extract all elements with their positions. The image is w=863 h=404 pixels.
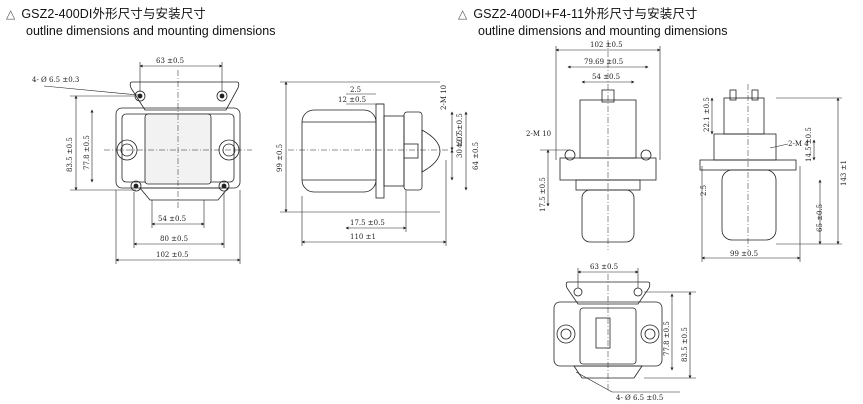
mounting-plate — [375, 103, 385, 199]
terminal-icon — [640, 149, 652, 161]
terminal-left-icon — [556, 324, 576, 344]
right-side-view — [699, 84, 797, 250]
dim-80: 80 ±0.5 — [160, 235, 188, 243]
dim-25: 2.5 — [700, 185, 708, 196]
dim-54: 54 ±0.5 — [158, 215, 186, 223]
right-side-dimensions — [701, 97, 842, 262]
right-title-text: GSZ2-400DI+F4-11外形尺寸与安装尺寸 — [473, 7, 698, 21]
right-front-view — [559, 40, 657, 250]
mount-hole-icon — [218, 180, 230, 192]
right-subtitle: outline dimensions and mounting dimensio… — [478, 24, 728, 38]
terminal-stud — [403, 143, 419, 159]
dim-175: 17.5 ±0.5 — [539, 177, 547, 212]
dim-7969: 79.69 ±0.5 — [584, 58, 623, 66]
dim-175: 17.5 ±0.5 — [350, 219, 385, 227]
terminal-right-icon — [640, 324, 660, 344]
dim-778: 77.8 ±0.5 — [663, 321, 671, 356]
dim-143: 143 ±1 — [840, 160, 848, 186]
dim-427: 42.7 ±0.5 — [456, 113, 464, 148]
left-side-dimensions — [280, 81, 468, 246]
dim-221: 22.1 ±0.5 — [703, 97, 711, 132]
top-flange — [129, 81, 240, 111]
mount-hole-icon — [573, 287, 583, 297]
contact-block — [713, 133, 777, 161]
dim-99: 99 ±0.5 — [276, 144, 284, 172]
right-bottom-view — [553, 274, 663, 390]
triangle-icon: △ — [458, 7, 468, 21]
bottom-flange — [139, 187, 229, 201]
right-front-dimensions — [540, 46, 661, 207]
mount-hole-icon — [130, 180, 142, 192]
dim-778: 77.8 ±0.5 — [83, 135, 91, 170]
aux-contact — [595, 317, 611, 349]
terminal-icon — [564, 149, 576, 161]
dim-64: 64 ±0.5 — [472, 142, 480, 170]
dim-12: 12 ±0.5 — [338, 96, 366, 104]
left-title-text: GSZ2-400DI外形尺寸与安装尺寸 — [21, 7, 206, 21]
dim-835: 83.5 ±0.5 — [66, 137, 74, 172]
triangle-icon: △ — [6, 7, 16, 21]
left-title: △ GSZ2-400DI外形尺寸与安装尺寸 — [6, 3, 206, 22]
top-flange — [565, 281, 651, 305]
dim-102: 102 ±0.5 — [590, 41, 623, 49]
dim-835: 83.5 ±0.5 — [681, 327, 689, 362]
mount-hole-icon — [633, 287, 643, 297]
dim-102: 102 ±0.5 — [156, 251, 189, 259]
right-title: △ GSZ2-400DI+F4-11外形尺寸与安装尺寸 — [458, 3, 698, 22]
dim-99: 99 ±0.5 — [730, 250, 758, 258]
dim-54: 54 ±0.5 — [592, 73, 620, 81]
dim-30: 30 ±0.5 — [456, 130, 464, 158]
contact-cover — [403, 111, 423, 191]
aux-switch — [723, 97, 765, 135]
coil-body — [721, 169, 777, 241]
dim-63: 63 ±0.5 — [156, 57, 184, 65]
dim-hole: 4- Ø 6.5 ±0.5 — [616, 394, 663, 402]
dim-63: 63 ±0.5 — [590, 263, 618, 271]
dim-65: 65 ±0.5 — [816, 204, 824, 232]
left-subtitle: outline dimensions and mounting dimensio… — [26, 24, 276, 38]
dome-cap — [421, 129, 441, 173]
left-front-dimensions — [43, 62, 241, 264]
right-bottom-dimensions — [575, 268, 696, 393]
dim-110: 110 ±1 — [350, 233, 376, 241]
left-front-view — [104, 70, 252, 210]
dim-25: 2.5 — [350, 86, 361, 94]
dim-145: 14.5 ±0.5 — [805, 127, 813, 162]
dim-hole: 4- Ø 6.5 ±0.3 — [32, 76, 79, 84]
dim-m4: 2-M 4 — [788, 140, 809, 148]
dim-m10: 2-M 10 — [526, 130, 551, 138]
dim-2m10: 2-M 10 — [440, 85, 448, 110]
contact-base — [383, 115, 405, 187]
left-side-view — [288, 103, 448, 199]
